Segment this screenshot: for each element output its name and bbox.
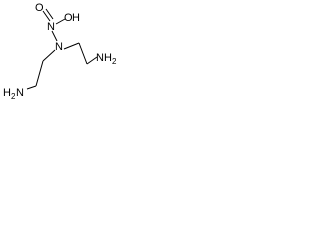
- bond-c-c-right: [78, 42, 88, 65]
- bond-n-n: [51, 30, 58, 42]
- bond-n-o-double-b: [45, 8, 54, 20]
- bond-n-c-left: [42, 49, 56, 62]
- atom-o-hydroxyl: O: [64, 12, 73, 24]
- bond-n-oh: [55, 18, 66, 25]
- atom-h-right-amine: H: [104, 52, 112, 64]
- atom-labels: O N O H N H 2 N N H 2: [3, 2, 117, 101]
- bond-c-c-left: [35, 60, 44, 87]
- molecule-structure-diagram: O N O H N H 2 N N H 2: [3, 2, 117, 101]
- atom-h-hydroxyl: H: [72, 12, 80, 24]
- atom-n-left-amine: N: [16, 87, 24, 99]
- atom-h-left-amine-count: 2: [11, 92, 16, 101]
- atom-n-nitroso: N: [47, 21, 55, 33]
- bond-n-o-double-a: [42, 10, 51, 22]
- atom-h-left-amine: H: [3, 87, 11, 99]
- atom-n-central: N: [55, 41, 63, 53]
- atom-o-nitroso: O: [35, 2, 44, 14]
- atom-h-right-amine-count: 2: [112, 57, 117, 66]
- bond-c-n-right: [86, 56, 98, 65]
- atom-n-right-amine: N: [96, 52, 104, 64]
- bond-c-n-left: [26, 85, 37, 90]
- bond-n-c-right: [63, 42, 80, 50]
- bonds: [26, 8, 98, 90]
